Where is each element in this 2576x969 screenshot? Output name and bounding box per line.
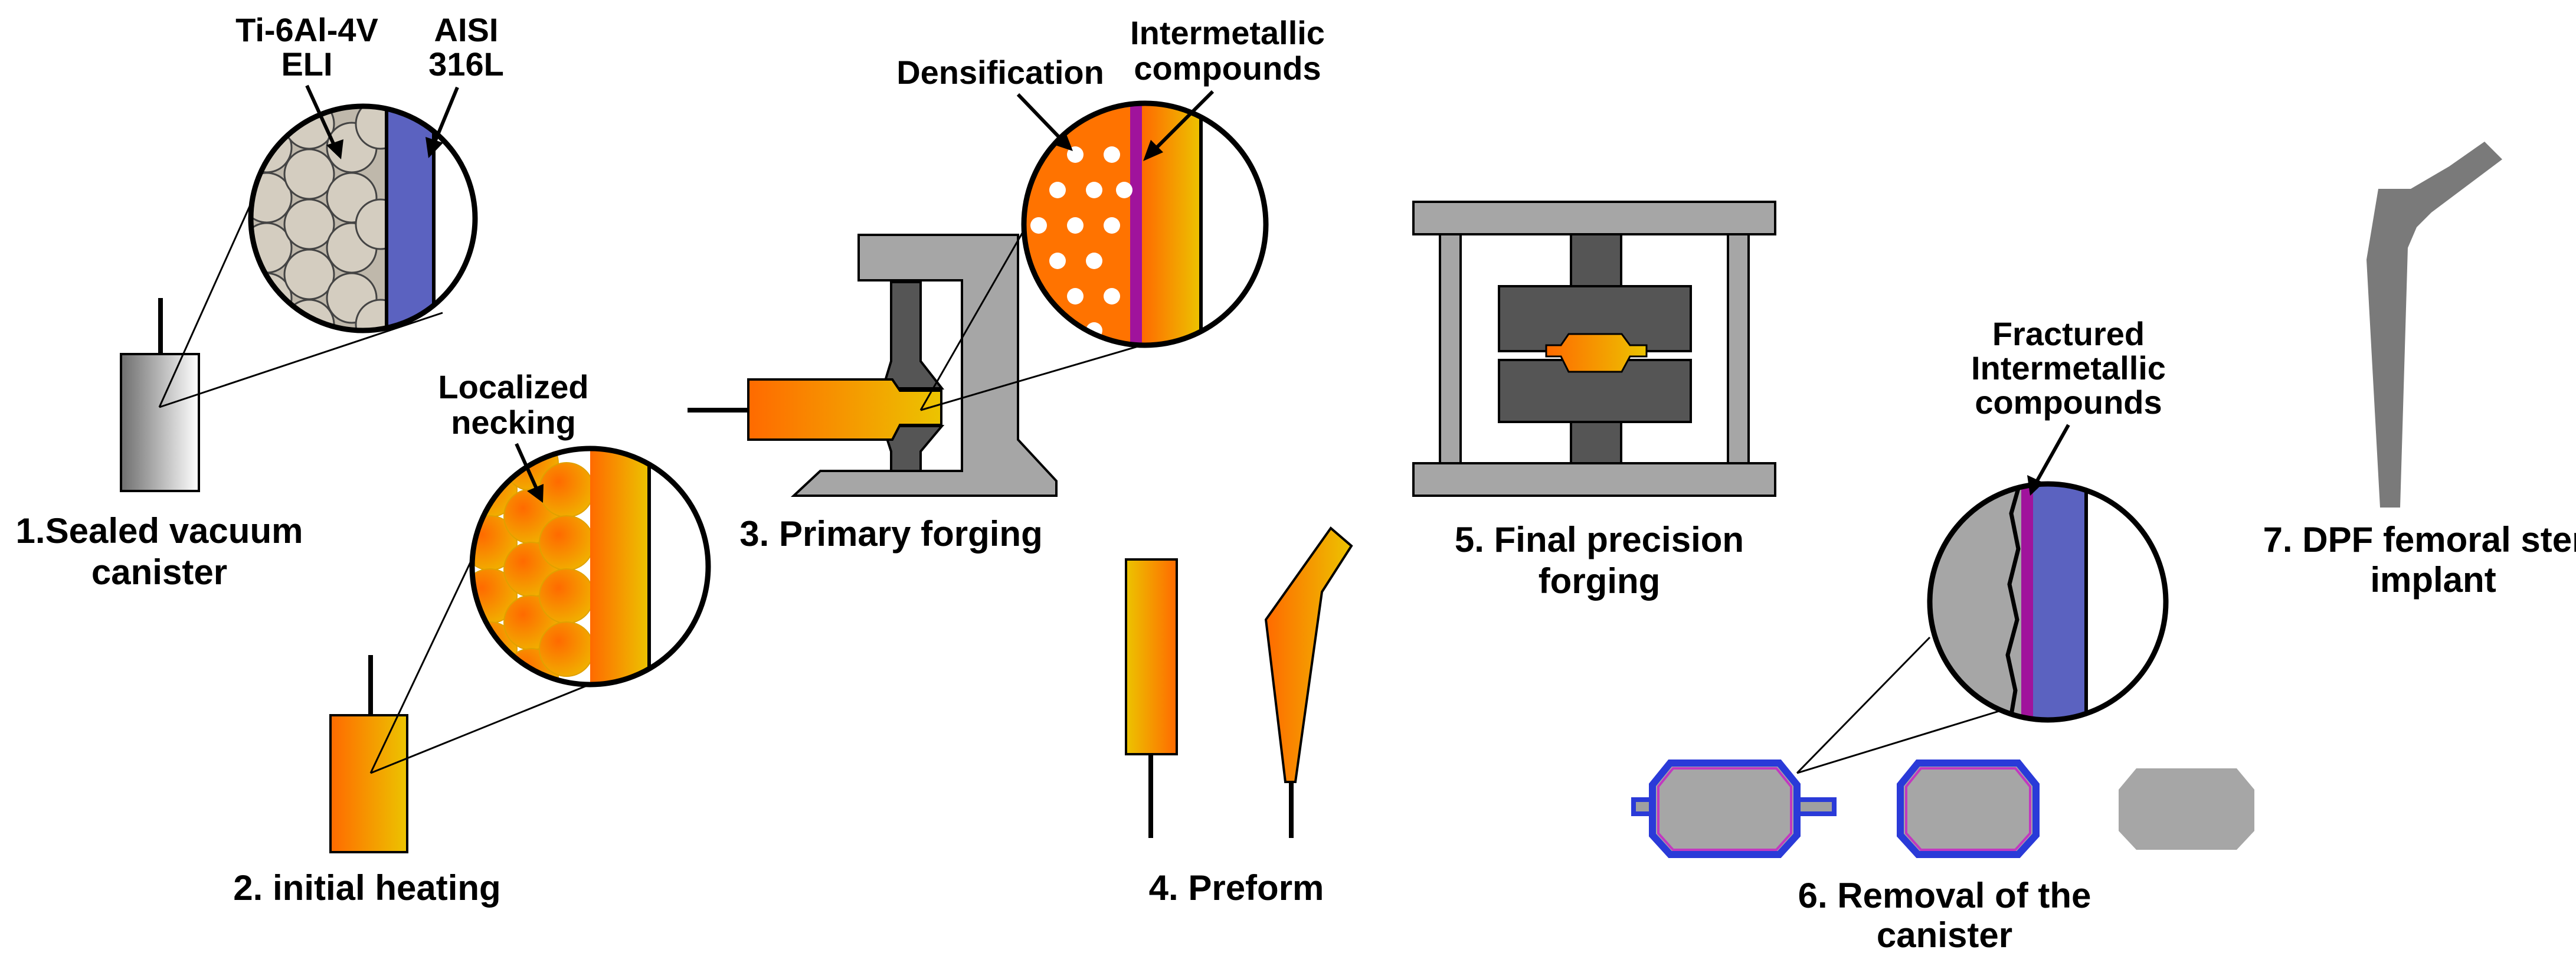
step3-caption: 3. Primary forging [739, 514, 1042, 554]
step3-group: Densification Intermetallic compounds 3.… [688, 14, 1325, 554]
step6-caption-line1: 6. Removal of the [1798, 876, 2091, 915]
step5-upper-ram [1570, 233, 1622, 287]
step4-bent-preform [1264, 526, 1353, 783]
step3-zoom-circle [1021, 100, 1269, 348]
step6-canister-with-tube [1649, 760, 1801, 858]
label-imc-line2: compounds [1134, 50, 1321, 87]
step5-caption-line1: 5. Final precision [1455, 520, 1744, 559]
step5-press-top-plate [1412, 201, 1776, 235]
label-aisi-line2: 316L [428, 45, 504, 83]
step7-caption-line1: 7. DPF femoral stem [2263, 520, 2576, 559]
step5-lower-ram [1570, 421, 1622, 464]
step3-press-frame [790, 234, 1058, 497]
step7-femoral-stem [2366, 142, 2502, 508]
label-fimc-line2: Intermetallic [1971, 349, 2166, 387]
step3-zoom-line-bottom [920, 344, 1143, 411]
step2-zoom-content [472, 449, 708, 685]
step6-caption-line2: canister [1877, 915, 2012, 955]
label-necking-line2: necking [451, 404, 576, 441]
label-imc-arrowhead [1143, 140, 1163, 161]
step3-upper-die [881, 281, 945, 389]
step6-zoom-line-top [1796, 636, 1931, 774]
label-ti-arrowhead [326, 139, 343, 159]
label-ti-arrow [305, 84, 337, 149]
label-fimc-arrowhead [2027, 475, 2044, 496]
step7-group: 7. DPF femoral stem implant [2263, 142, 2576, 600]
label-ti-line1: Ti-6Al-4V [235, 11, 378, 48]
label-densification: Densification [896, 54, 1104, 91]
step5-caption-line2: forging [1539, 561, 1661, 601]
step6-canister-trimmed [1897, 760, 2040, 858]
step4-caption: 4. Preform [1149, 868, 1324, 908]
step6-canister-with-tube-imc [1657, 767, 1792, 851]
label-aisi-line1: AISI [434, 11, 499, 48]
step6-canister-trimmed-imc [1905, 767, 2031, 851]
label-necking-arrow [515, 443, 539, 491]
step7-caption-line2: implant [2370, 560, 2496, 600]
label-fimc-line1: Fractured [1992, 315, 2145, 352]
label-imc-line1: Intermetallic [1130, 14, 1325, 51]
label-necking-arrowhead [527, 484, 544, 503]
step2-group: Localized necking 2. initial heating [233, 368, 711, 908]
step1-zoom-line-bottom [159, 312, 443, 408]
step1-zoom-circle [248, 103, 478, 333]
step4-billet [1125, 558, 1178, 755]
step6-zoom-circle [1927, 481, 2169, 723]
step1-zoom-content [251, 106, 475, 330]
step3-workpiece [747, 378, 942, 441]
label-densification-arrowhead [1053, 133, 1073, 151]
step2-canister [329, 714, 408, 853]
step6-group: Fractured Intermetallic compounds 6. Rem… [1631, 315, 2254, 955]
label-aisi-arrow [432, 86, 459, 146]
step1-group: Ti-6Al-4V ELI AISI 316L 1.Sealed vacuum … [16, 11, 504, 592]
step3-zoom-line-top [919, 230, 1025, 411]
label-fimc-line3: compounds [1975, 384, 2162, 421]
step1-caption-line1: 1.Sealed vacuum [16, 511, 303, 551]
step2-zoom-circle [469, 446, 711, 688]
step6-zoom-content [1930, 484, 2166, 720]
step5-group: 5. Final precision forging [1412, 201, 1776, 601]
label-aisi-arrowhead [425, 137, 443, 158]
step6-zoom-line-bottom [1796, 704, 2019, 774]
step5-press-bottom-plate [1412, 462, 1776, 497]
label-ti-line2: ELI [281, 45, 332, 83]
step4-group: 4. Preform [1125, 526, 1353, 908]
step1-caption-line2: canister [91, 552, 227, 592]
label-imc-arrow [1152, 90, 1215, 152]
label-necking-line1: Localized [438, 368, 588, 405]
step1-canister [120, 353, 200, 492]
step6-bare-part [2119, 768, 2254, 850]
label-fimc-arrow [2034, 424, 2070, 484]
step5-column-right [1727, 233, 1750, 464]
step5-workpiece [1545, 333, 1648, 373]
label-densification-arrow [1016, 93, 1064, 142]
step5-column-left [1439, 233, 1462, 464]
step2-caption: 2. initial heating [233, 868, 500, 908]
